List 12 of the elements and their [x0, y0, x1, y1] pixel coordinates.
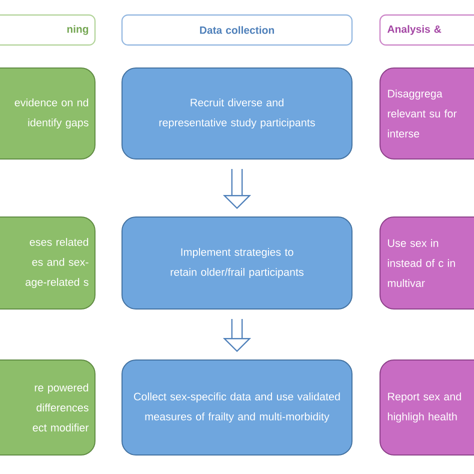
step-box: Use sex in instead of c in multivar: [380, 216, 474, 310]
step-box: re powered differences ect modifier: [0, 360, 96, 456]
header-box: Analysis &: [379, 14, 474, 46]
header-box: ning: [0, 14, 96, 46]
header-box: Data collection: [121, 14, 353, 46]
step-box: Recruit diverse and representative study participants: [122, 68, 352, 160]
step-box: Disaggrega relevant su for interse: [380, 68, 474, 160]
step-box: evidence on nd identify gaps: [0, 68, 96, 160]
step-box: Report sex and highligh health: [380, 360, 474, 456]
step-box: eses related es and sex- age-related s: [0, 216, 96, 310]
step-box: Collect sex-specific data and use validated measures of frailty and multi-morbidity: [122, 360, 352, 456]
step-box: Implement strategies to retain older/frail participants: [122, 216, 352, 310]
